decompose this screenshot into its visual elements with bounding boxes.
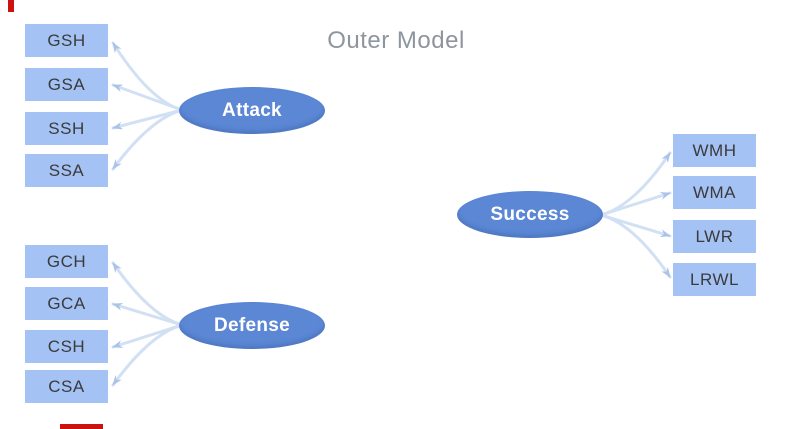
indicator-csh[interactable]: CSH bbox=[25, 330, 108, 363]
latent-success[interactable]: Success bbox=[457, 191, 603, 238]
indicator-gch[interactable]: GCH bbox=[25, 245, 108, 278]
indicator-lrwl[interactable]: LRWL bbox=[673, 263, 756, 296]
red-artifact-top-left bbox=[8, 0, 14, 12]
diagram-title: Outer Model bbox=[327, 27, 465, 54]
arrow-attack-ssh bbox=[111, 108, 184, 130]
indicator-wmh[interactable]: WMH bbox=[673, 134, 756, 167]
red-artifact-bottom-left bbox=[60, 424, 103, 429]
arrow-defense-csa bbox=[111, 323, 184, 387]
indicator-csa[interactable]: CSA bbox=[25, 370, 108, 403]
arrow-attack-gsa bbox=[111, 83, 184, 112]
arrow-success-lwr bbox=[599, 213, 672, 238]
arrow-success-lrwl bbox=[599, 213, 672, 279]
indicator-gsh[interactable]: GSH bbox=[25, 24, 108, 57]
indicator-gca[interactable]: GCA bbox=[25, 287, 108, 320]
indicator-gsa[interactable]: GSA bbox=[25, 68, 108, 101]
arrow-defense-gch bbox=[111, 261, 184, 327]
arrow-attack-ssa bbox=[111, 108, 184, 171]
latent-defense[interactable]: Defense bbox=[179, 302, 325, 349]
indicator-ssh[interactable]: SSH bbox=[25, 112, 108, 145]
latent-attack[interactable]: Attack bbox=[179, 87, 325, 134]
indicator-lwr[interactable]: LWR bbox=[673, 220, 756, 253]
arrow-success-wma bbox=[599, 191, 672, 217]
indicator-ssa[interactable]: SSA bbox=[25, 154, 108, 187]
arrow-defense-csh bbox=[111, 323, 184, 349]
arrow-defense-gca bbox=[111, 302, 184, 327]
arrow-attack-gsh bbox=[111, 41, 184, 112]
indicator-wma[interactable]: WMA bbox=[673, 176, 756, 209]
arrow-success-wmh bbox=[599, 151, 672, 217]
